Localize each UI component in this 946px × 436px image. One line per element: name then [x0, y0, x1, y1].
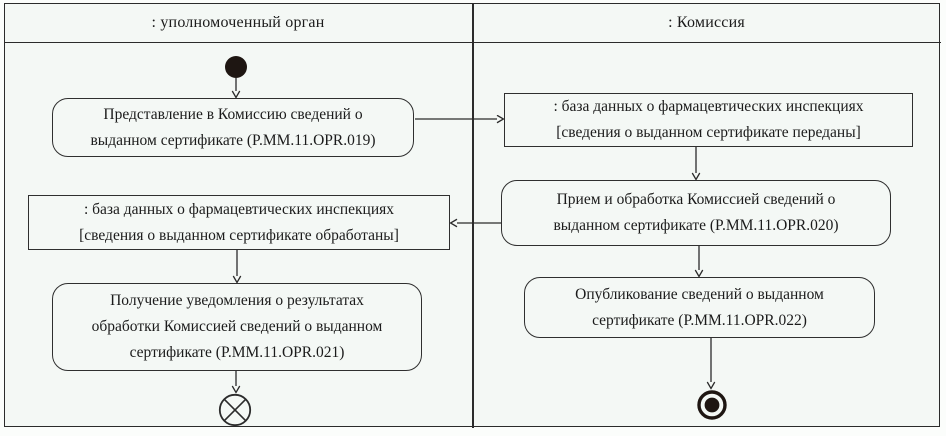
- action-label-line: Опубликование сведений о выданном: [575, 285, 824, 303]
- object-state-line: [сведения о выданном сертификате обработ…: [79, 226, 399, 244]
- action-label-line: Получение уведомления о результатах: [110, 292, 364, 309]
- object-name-line: : база данных о фармацевтических инспекц…: [83, 200, 395, 218]
- lane-title: : Комиссия: [668, 13, 745, 31]
- action-receive-process-certificate-info: Прием и обработка Комиссией сведений о в…: [501, 180, 891, 246]
- lane-header-commission: : Комиссия: [472, 3, 941, 42]
- action-label-line: выданном сертификате (P.MM.11.OPR.019): [90, 131, 376, 149]
- swimlane-header-row: : уполномоченный орган : Комиссия: [4, 3, 941, 43]
- action-label-line: сертификате (P.MM.11.OPR.021): [129, 344, 345, 361]
- object-state-line: [сведения о выданном сертификате передан…: [556, 124, 861, 141]
- lane-header-authorized-body: : уполномоченный орган: [4, 3, 472, 42]
- action-submit-certificate-info: Представление в Комиссию сведений о выда…: [52, 98, 414, 157]
- action-label-line: выданном сертификате (P.MM.11.OPR.020): [553, 217, 839, 234]
- object-name-line: : база данных о фармацевтических инспекц…: [553, 98, 864, 115]
- object-pharma-inspections-db-transferred: : база данных о фармацевтических инспекц…: [504, 93, 913, 147]
- flow-final-node-icon: [218, 393, 252, 427]
- action-publish-certificate-info: Опубликование сведений о выданном сертиф…: [524, 277, 875, 338]
- action-label-line: сертификате (P.MM.11.OPR.022): [592, 311, 807, 329]
- lane-title: : уполномоченный орган: [151, 13, 325, 31]
- object-pharma-inspections-db-processed: : база данных о фармацевтических инспекц…: [28, 195, 450, 250]
- activity-final-node-icon: [697, 390, 727, 420]
- action-receive-processing-results-notification: Получение уведомления о результатах обра…: [52, 283, 422, 371]
- action-label-line: обработки Комиссией сведений о выданном: [91, 318, 383, 335]
- action-label-line: Прием и обработка Комиссией сведений о: [556, 191, 836, 208]
- action-label-line: Представление в Комиссию сведений о: [103, 105, 363, 123]
- initial-node: [225, 56, 247, 78]
- swimlane-divider: [472, 3, 474, 428]
